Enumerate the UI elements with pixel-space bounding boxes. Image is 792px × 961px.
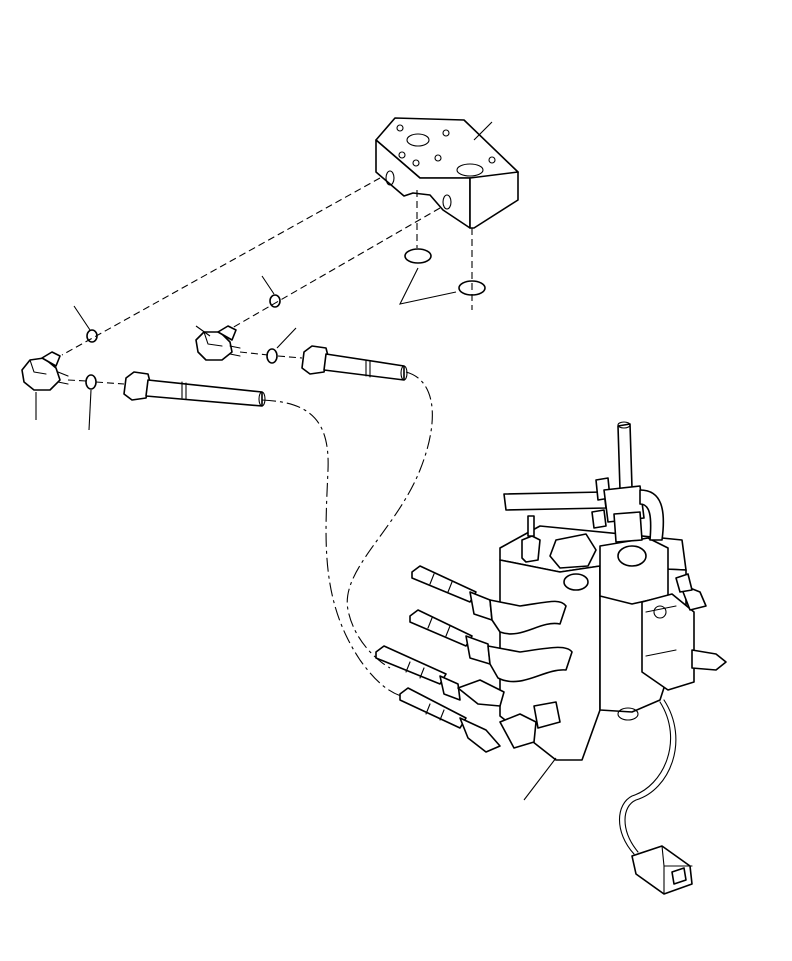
hose — [123, 371, 421, 701]
elbow-fitting — [195, 325, 303, 361]
oring — [266, 327, 297, 364]
oring — [261, 275, 281, 308]
control-valve — [375, 421, 727, 895]
oring — [73, 305, 98, 343]
hose — [301, 345, 433, 669]
manifold-block — [375, 117, 519, 229]
elbow-fitting — [21, 351, 125, 420]
oring — [85, 374, 97, 431]
oring-pair — [398, 190, 486, 310]
